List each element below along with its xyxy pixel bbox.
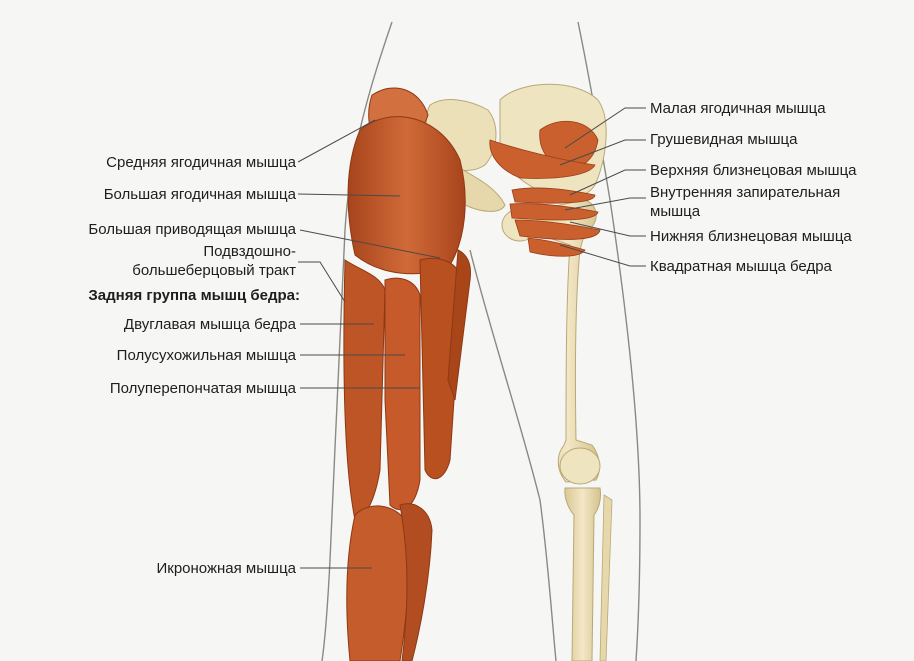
label-piriformis: Грушевидная мышца (650, 131, 797, 148)
heading-hamstrings: Задняя группа мышц бедра: (10, 287, 300, 304)
label-adductor-magnus: Большая приводящая мышца (18, 221, 296, 238)
label-semimembranosus: Полуперепончатая мышца (18, 380, 296, 397)
label-gluteus-medius: Средняя ягодичная мышца (18, 154, 296, 171)
label-gemellus-superior: Верхняя близнецовая мышца (650, 162, 857, 179)
label-gluteus-minimus: Малая ягодичная мышца (650, 100, 826, 117)
label-semitendinosus: Полусухожильная мышца (18, 347, 296, 364)
tibia-bone (565, 488, 612, 661)
label-gluteus-maximus: Большая ягодичная мышца (18, 186, 296, 203)
label-obturator-internus-line2: мышца (650, 203, 700, 220)
label-iliotibial-tract-line1: Подвздошно- (18, 243, 296, 260)
label-quadratus-femoris: Квадратная мышца бедра (650, 258, 832, 275)
superficial-muscles (344, 88, 471, 661)
label-iliotibial-tract-line2: большеберцовый тракт (18, 262, 296, 279)
label-gastrocnemius: Икроножная мышца (18, 560, 296, 577)
label-obturator-internus-line1: Внутренняя запирательная (650, 184, 840, 201)
label-gemellus-inferior: Нижняя близнецовая мышца (650, 228, 852, 245)
label-biceps-femoris: Двуглавая мышца бедра (18, 316, 296, 333)
